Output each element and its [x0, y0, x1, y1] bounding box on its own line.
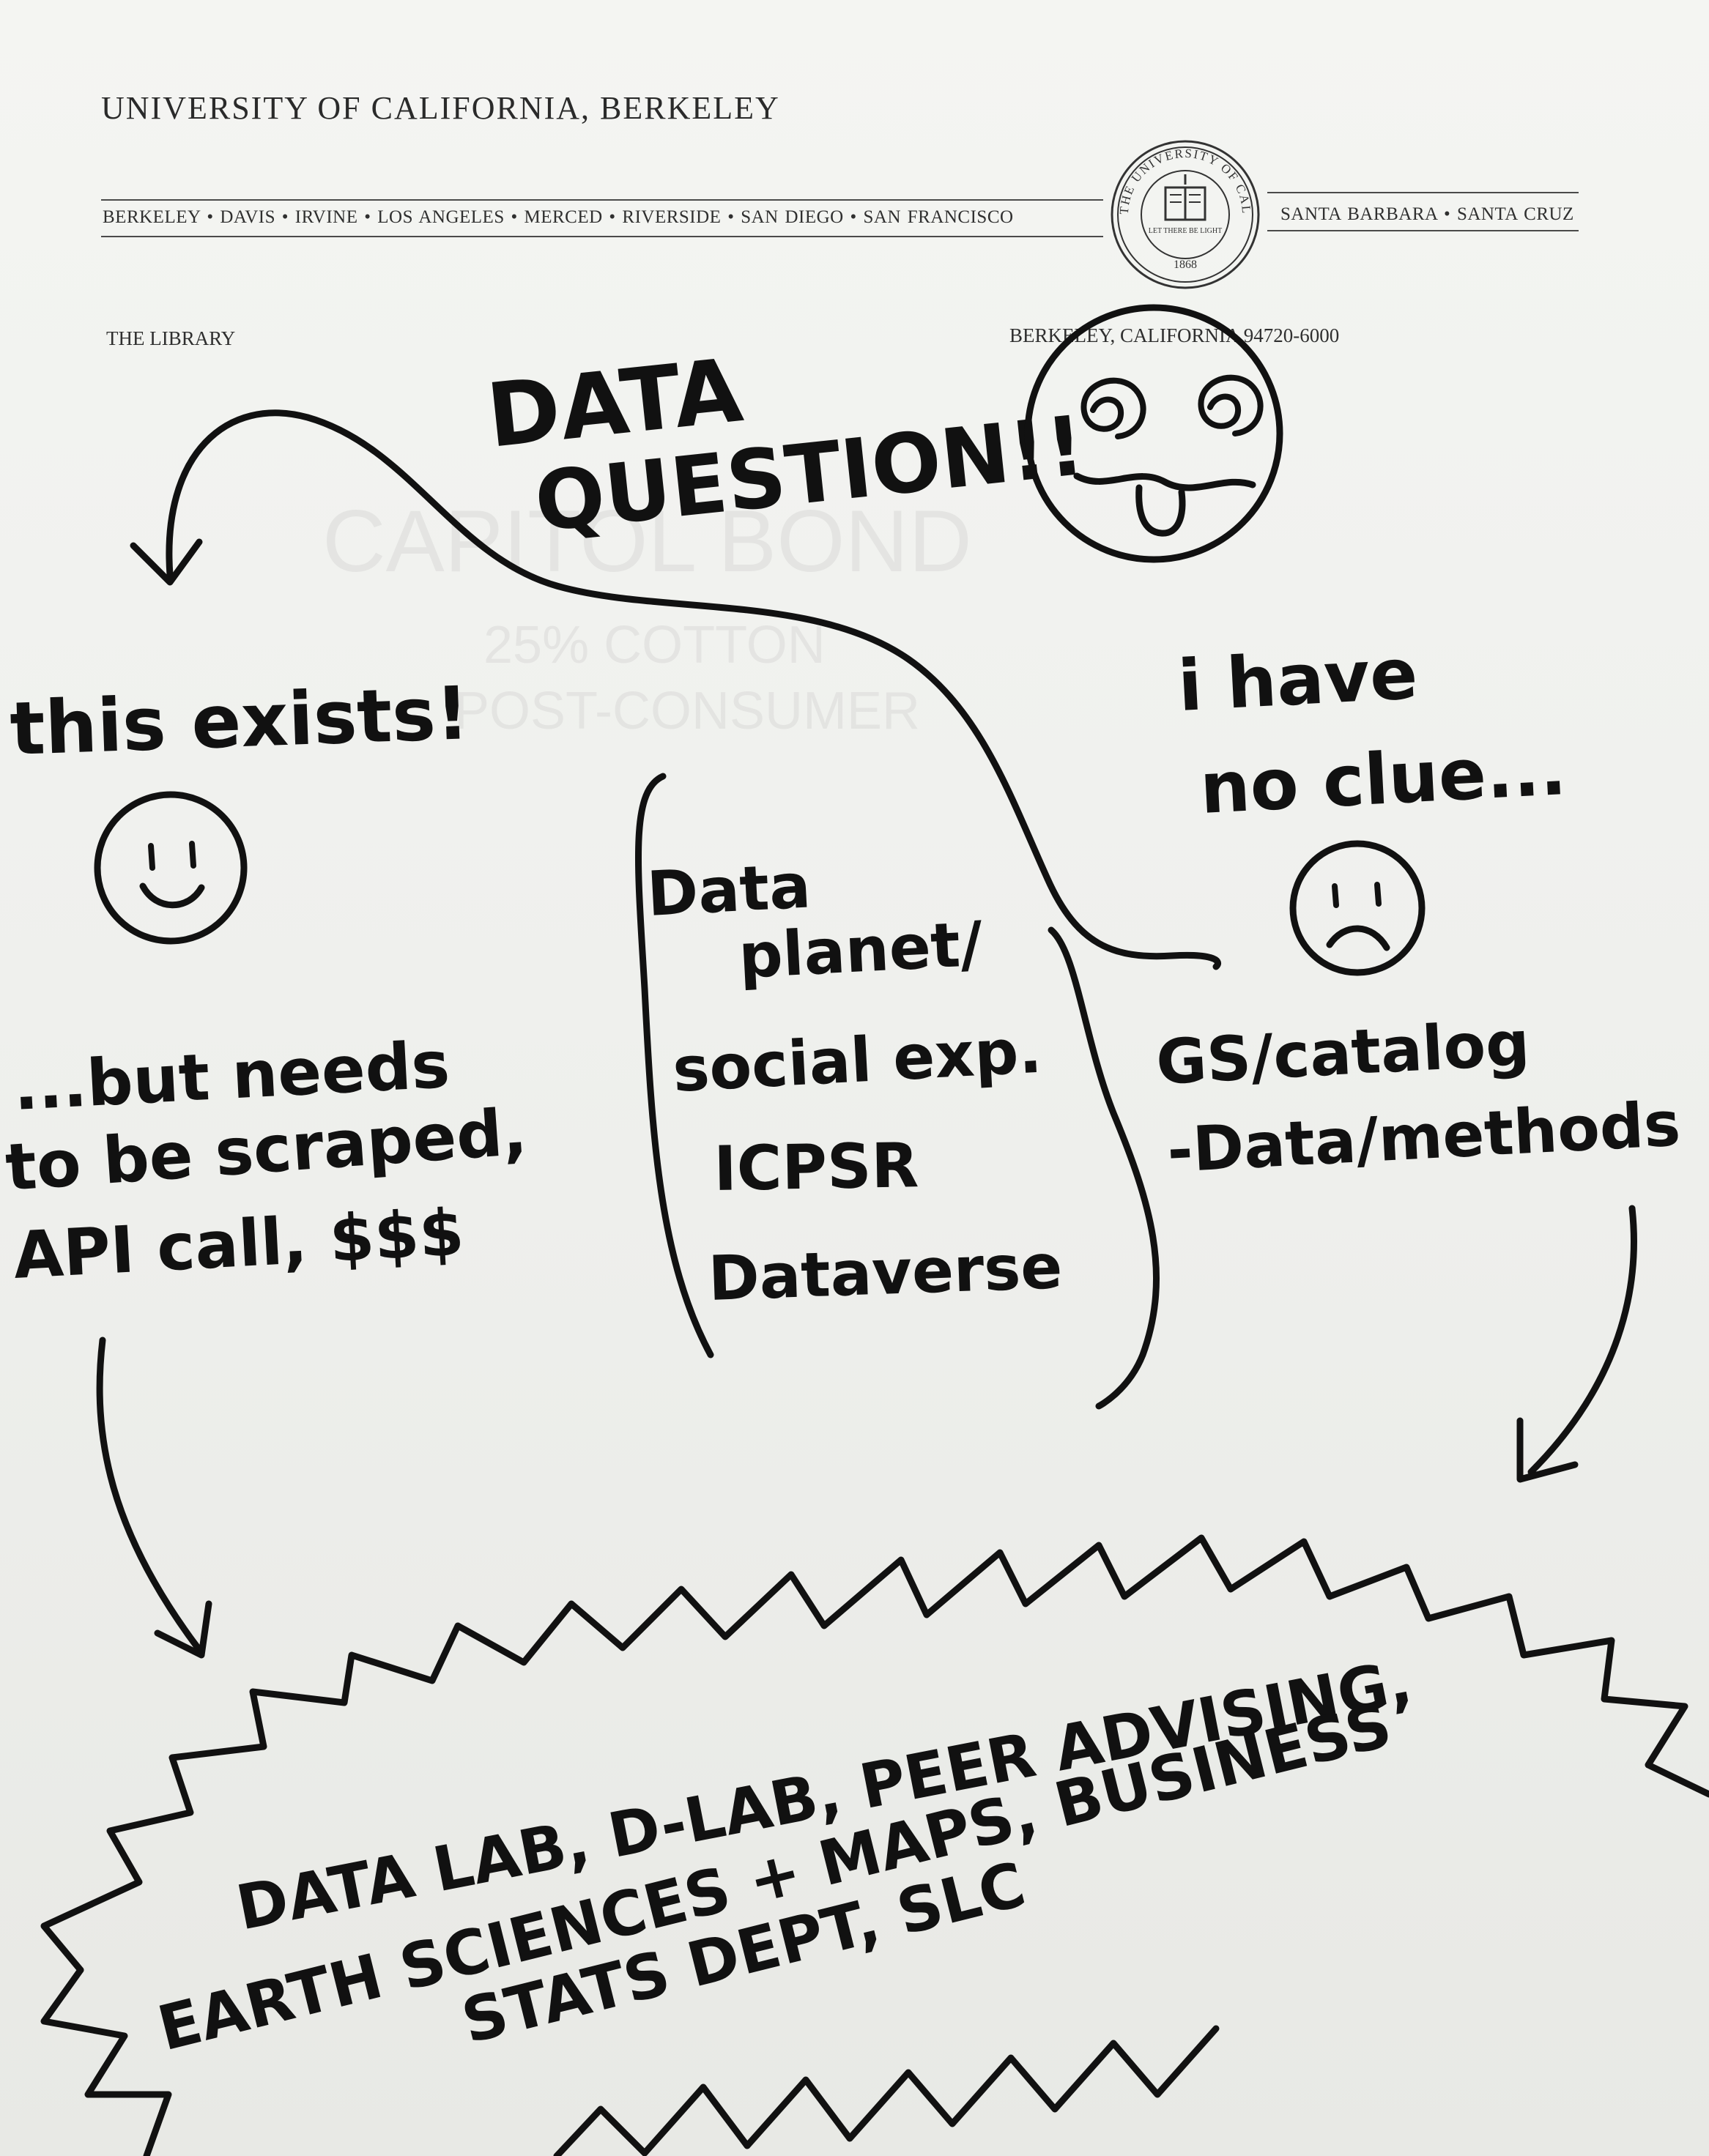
middle-line-1: Data	[645, 850, 812, 930]
university-name: UNIVERSITY OF CALIFORNIA, BERKELEY	[101, 90, 780, 126]
starburst-outline-lower	[40, 1966, 172, 2156]
left-down-arrow-head	[154, 1600, 212, 1659]
sad-face-icon	[1289, 840, 1426, 976]
letterhead-rule-bottom-right	[1267, 230, 1579, 231]
watermark-line-1: 25% COTTON	[483, 616, 826, 674]
left-caveat-line-3: API call, $$$	[12, 1194, 466, 1293]
department-name: THE LIBRARY	[106, 327, 236, 349]
watermark-line-2: POST-CONSUMER	[454, 682, 921, 740]
right-down-arrow-head	[1516, 1417, 1579, 1483]
university-seal: THE UNIVERSITY OF CALIFORNIA LET THERE B…	[1108, 138, 1260, 289]
right-heading-line-2: no clue...	[1198, 729, 1568, 830]
letterhead-rule-top-left	[101, 199, 1103, 201]
right-heading-line-1: i have	[1176, 633, 1420, 727]
smiley-face-icon	[94, 791, 248, 945]
right-detail-line-2: -Data/methods	[1165, 1088, 1682, 1186]
seal-motto: LET THERE BE LIGHT	[1149, 227, 1222, 235]
seal-year: 1868	[1174, 259, 1197, 271]
middle-bracket-left	[634, 773, 714, 1358]
curved-arrow	[166, 409, 1221, 970]
starburst-outline-bottom	[553, 2025, 1220, 2156]
campus-list-left: BERKELEY • DAVIS • IRVINE • LOS ANGELES …	[103, 207, 1014, 227]
middle-line-2: planet/	[737, 908, 985, 992]
dizzy-face-icon	[1024, 304, 1283, 563]
letterhead-rule-top-right	[1267, 192, 1579, 193]
campus-list-right: SANTA BARBARA • SANTA CRUZ	[1280, 204, 1574, 224]
letterhead-rule-bottom-left	[101, 236, 1103, 237]
watermark-brand: CAPITOL BOND	[322, 492, 972, 590]
middle-line-3: social exp.	[671, 1015, 1044, 1106]
left-heading: this exists!	[9, 670, 470, 772]
left-down-arrow	[96, 1337, 201, 1651]
curved-arrow-head	[130, 538, 203, 586]
middle-line-4: ICPSR	[713, 1129, 919, 1205]
middle-bracket-right	[1048, 926, 1160, 1410]
right-down-arrow	[1527, 1205, 1637, 1476]
right-detail-line-1: GS/catalog	[1154, 1007, 1532, 1099]
starburst-outline	[40, 1534, 1709, 1974]
middle-line-5: Dataverse	[707, 1230, 1064, 1315]
